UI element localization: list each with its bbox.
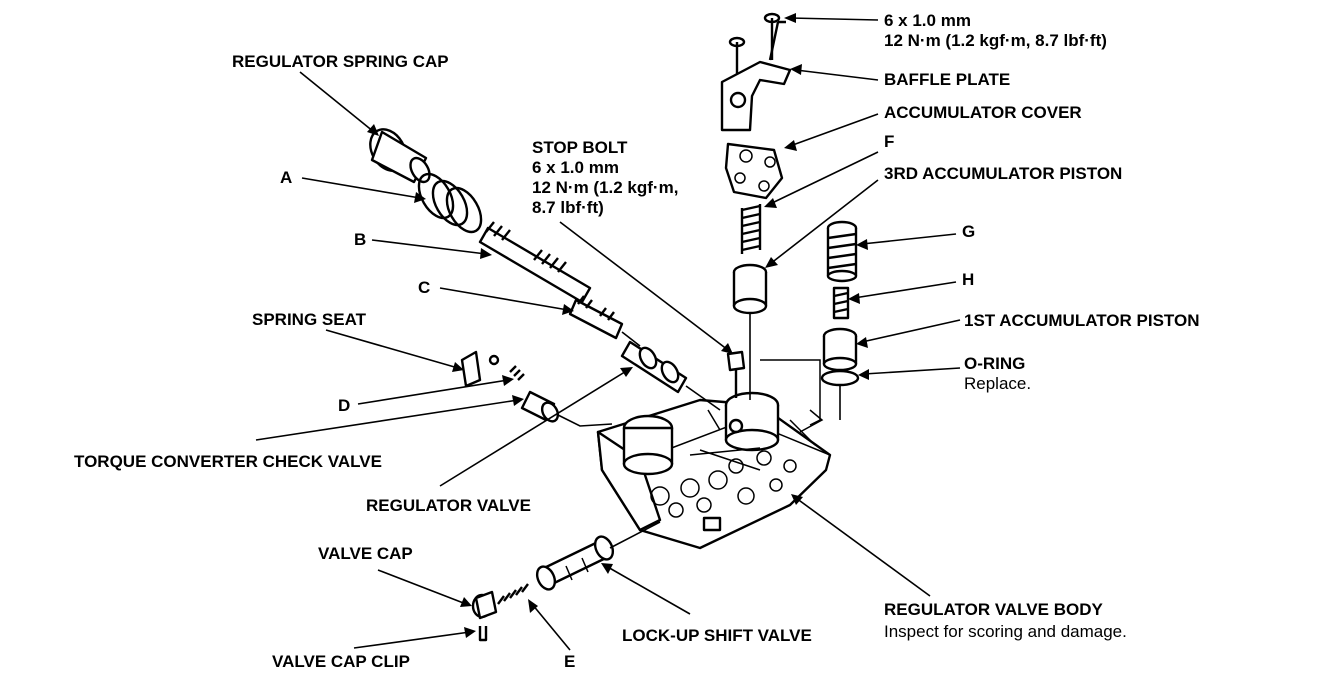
- f-spring-part: [740, 204, 762, 254]
- h-spring-part: [832, 286, 850, 320]
- spring-seat-part: [460, 350, 500, 388]
- c-label: C: [418, 278, 431, 297]
- third-accumulator-piston-label: 3RD ACCUMULATOR PISTON: [884, 164, 1123, 183]
- regulator-spring-cap-label: REGULATOR SPRING CAP: [232, 52, 449, 71]
- regulator-valve-part: [620, 340, 688, 394]
- valve-cap-label: VALVE CAP: [318, 544, 413, 563]
- h-label: H: [962, 270, 975, 289]
- regulator-valve-body-part: [596, 391, 832, 550]
- f-label: F: [884, 132, 895, 151]
- regulator-valve-body-label: REGULATOR VALVE BODY: [884, 600, 1103, 619]
- regulator-valve-body-note: Inspect for scoring and damage.: [884, 622, 1127, 641]
- o-ring-note: Replace.: [964, 374, 1032, 393]
- o-ring-label: O-RING: [964, 354, 1026, 373]
- stop-bolt-label: STOP BOLT: [532, 138, 628, 157]
- spring-seat-label: SPRING SEAT: [252, 310, 366, 329]
- stop-bolt-part: [726, 350, 746, 398]
- stop-bolt-torque-label-1: 12 N·m (1.2 kgf·m,: [532, 178, 679, 197]
- o-ring-part: [820, 369, 860, 387]
- a-label: A: [280, 168, 293, 187]
- stop-bolt-torque-label-2: 8.7 lbf·ft): [532, 198, 604, 217]
- b-label: B: [354, 230, 367, 249]
- d-spring-part: [509, 365, 525, 381]
- first-accumulator-piston-part: [822, 327, 858, 372]
- g-spring-part: [826, 220, 858, 283]
- top-bolt-size-label: 6 x 1.0 mm: [884, 11, 971, 30]
- torque-converter-check-valve-part: [520, 390, 560, 423]
- accumulator-cover-part: [724, 142, 784, 200]
- regulator-valve-label: REGULATOR VALVE: [366, 496, 531, 515]
- lock-up-shift-valve-label: LOCK-UP SHIFT VALVE: [622, 626, 812, 645]
- baffle-plate-part: [720, 12, 792, 132]
- c-spring-part: [568, 295, 624, 340]
- third-accumulator-piston-part: [732, 263, 768, 315]
- e-label: E: [564, 652, 576, 671]
- first-accumulator-piston-label: 1ST ACCUMULATOR PISTON: [964, 311, 1200, 330]
- e-spring-part: [497, 583, 529, 605]
- leader-lines: [255, 13, 961, 651]
- b-valve-part: [478, 221, 592, 304]
- g-label: G: [962, 222, 976, 241]
- valve-cap-part: [471, 590, 498, 620]
- d-label: D: [338, 396, 351, 415]
- torque-converter-check-valve-label: TORQUE CONVERTER CHECK VALVE: [74, 452, 382, 471]
- baffle-plate-label: BAFFLE PLATE: [884, 70, 1011, 89]
- stop-bolt-size-label: 6 x 1.0 mm: [532, 158, 619, 177]
- lock-up-shift-valve-part: [535, 535, 615, 591]
- top-bolt-torque-label: 12 N·m (1.2 kgf·m, 8.7 lbf·ft): [884, 31, 1107, 50]
- accumulator-cover-label: ACCUMULATOR COVER: [884, 103, 1082, 122]
- a-spring-part: [417, 172, 483, 234]
- valve-cap-clip-label: VALVE CAP CLIP: [272, 652, 410, 671]
- valve-cap-clip-part: [478, 626, 488, 642]
